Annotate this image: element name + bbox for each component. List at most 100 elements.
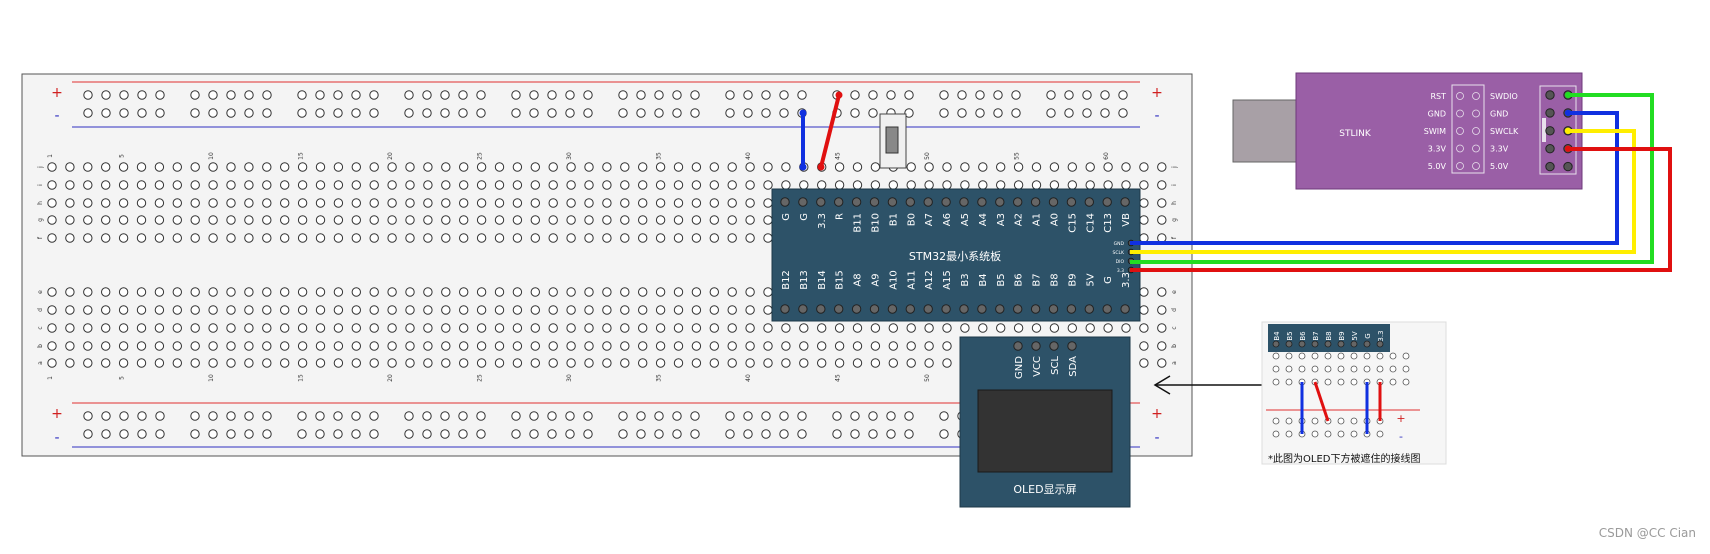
breadboard-hole xyxy=(423,162,433,172)
breadboard-hole xyxy=(745,198,755,208)
inset-hole xyxy=(1402,378,1410,386)
rail-hole xyxy=(208,411,218,421)
breadboard-hole xyxy=(745,162,755,172)
column-number: 10 xyxy=(208,374,215,382)
breadboard-hole xyxy=(315,287,326,297)
row-letter: a xyxy=(37,361,44,365)
stm32-pin xyxy=(780,197,790,207)
breadboard-hole xyxy=(834,323,845,333)
stm32-pin-label: A0 xyxy=(1050,213,1061,226)
breadboard-hole xyxy=(1157,198,1167,208)
inset-hole xyxy=(1350,352,1358,360)
breadboard-hole xyxy=(226,180,236,190)
breadboard-hole xyxy=(459,287,469,297)
breadboard-hole xyxy=(1031,180,1042,190)
stlink-pin-hole xyxy=(1472,109,1480,118)
breadboard-hole xyxy=(369,287,379,297)
inset-pin-label: 3.3 xyxy=(1377,330,1385,341)
breadboard-hole xyxy=(190,215,200,225)
breadboard-hole xyxy=(960,162,970,172)
rail-hole xyxy=(333,429,343,439)
breadboard-hole xyxy=(1139,341,1149,351)
breadboard-hole xyxy=(387,233,397,243)
breadboard-hole xyxy=(405,215,415,225)
rail-hole xyxy=(886,411,896,421)
rail-hole xyxy=(369,108,379,118)
breadboard-hole xyxy=(745,358,755,368)
rail-hole xyxy=(83,411,93,421)
breadboard-hole xyxy=(709,198,719,208)
inset-pin xyxy=(1285,340,1293,348)
breadboard-hole xyxy=(673,323,684,333)
breadboard-hole xyxy=(190,180,200,190)
breadboard-hole xyxy=(548,305,558,315)
breadboard-hole xyxy=(65,215,75,225)
breadboard-hole xyxy=(960,180,970,190)
rail-hole xyxy=(529,108,539,118)
breadboard-hole xyxy=(441,198,451,208)
breadboard-hole xyxy=(65,233,75,243)
breadboard-hole xyxy=(405,358,415,368)
breadboard-hole xyxy=(978,162,988,172)
breadboard-hole xyxy=(405,341,415,351)
breadboard-hole xyxy=(65,198,75,208)
breadboard-hole xyxy=(709,162,719,172)
rail-hole xyxy=(404,90,414,100)
breadboard-hole xyxy=(83,323,93,333)
breadboard-hole xyxy=(727,215,737,225)
breadboard-hole xyxy=(655,287,666,297)
rail-hole xyxy=(1011,108,1021,118)
breadboard-hole xyxy=(512,180,523,190)
breadboard-hole xyxy=(172,305,183,315)
stlink-header-pin xyxy=(1545,108,1555,118)
rail-hole xyxy=(672,90,682,100)
breadboard-hole xyxy=(387,215,397,225)
breadboard-hole xyxy=(297,341,308,351)
stm32-pin-label: B10 xyxy=(871,213,882,233)
breadboard-hole xyxy=(351,198,361,208)
breadboard-hole xyxy=(655,305,666,315)
stm32-pin-label: A15 xyxy=(942,270,953,290)
breadboard-hole xyxy=(494,180,505,190)
rail-hole xyxy=(654,90,664,100)
breadboard-hole xyxy=(476,305,487,315)
stm32-pin-label: A12 xyxy=(924,270,935,290)
breadboard-hole xyxy=(888,341,898,351)
stm32-pin-label: 3.3 xyxy=(817,213,828,229)
stm32-pin xyxy=(851,304,862,314)
rail-hole xyxy=(369,90,379,100)
rail-hole xyxy=(583,90,593,100)
breadboard-hole xyxy=(512,162,523,172)
breadboard-hole xyxy=(351,233,361,243)
breadboard-hole xyxy=(101,198,111,208)
stlink-pin-hole xyxy=(1472,162,1480,170)
inset-hole xyxy=(1389,352,1397,360)
breadboard-hole xyxy=(655,162,666,172)
row-letter: h xyxy=(37,201,44,205)
inset-hole xyxy=(1337,365,1345,373)
row-letter: b xyxy=(37,344,44,348)
breadboard-hole xyxy=(297,180,308,190)
breadboard-hole xyxy=(136,287,147,297)
breadboard-hole xyxy=(315,233,326,243)
breadboard-hole xyxy=(727,233,737,243)
breadboard-hole xyxy=(405,198,415,208)
breadboard-hole xyxy=(548,323,558,333)
rail-hole xyxy=(654,108,664,118)
breadboard-hole xyxy=(154,341,165,351)
breadboard-hole xyxy=(47,180,57,190)
breadboard-hole xyxy=(154,323,165,333)
rail-hole xyxy=(476,411,486,421)
rail-hole xyxy=(850,90,860,100)
stlink-label: 5.0V xyxy=(1428,162,1447,171)
breadboard-hole xyxy=(620,341,630,351)
rail-hole xyxy=(244,90,254,100)
stm32-pin-label: A5 xyxy=(960,213,971,226)
breadboard-hole xyxy=(691,162,702,172)
inset-hole xyxy=(1337,352,1345,360)
breadboard-hole xyxy=(996,180,1006,190)
breadboard-hole xyxy=(512,287,523,297)
breadboard-hole xyxy=(691,198,702,208)
